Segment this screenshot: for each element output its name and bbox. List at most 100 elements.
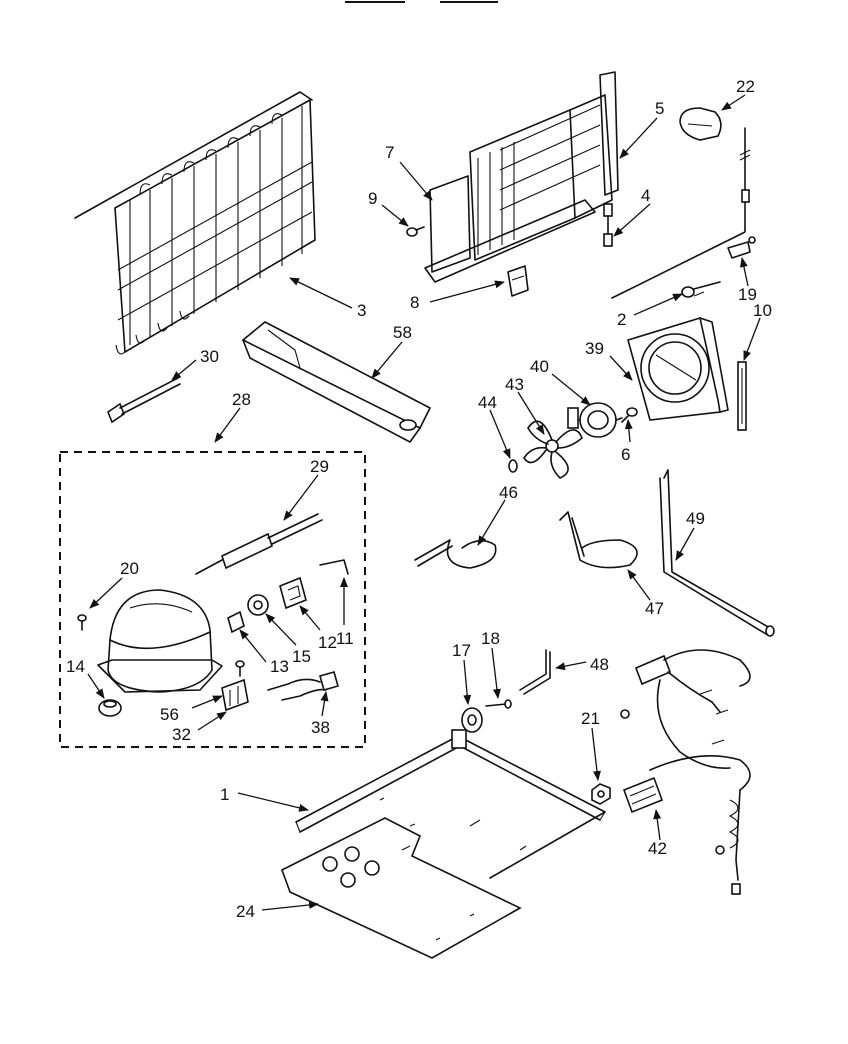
callout-40: 40 <box>530 357 549 376</box>
callout-42-leader <box>653 809 662 841</box>
callout-22-leader <box>721 94 746 111</box>
callout-44-leader <box>489 409 511 459</box>
callout-17: 17 <box>452 641 471 660</box>
callout-14: 14 <box>66 657 85 676</box>
callout-39: 39 <box>585 339 604 358</box>
roller-17 <box>461 707 483 733</box>
screw-18 <box>485 699 512 709</box>
callout-46-leader <box>477 499 506 546</box>
callout-21: 21 <box>581 709 600 728</box>
callout-18: 18 <box>481 629 500 648</box>
callout-32-leader <box>197 711 227 731</box>
callout-39-leader <box>609 355 633 381</box>
callout-19-leader <box>739 257 749 287</box>
callout-9: 9 <box>368 189 377 208</box>
callout-20: 20 <box>120 559 139 578</box>
callout-3-leader <box>289 277 353 309</box>
callout-6: 6 <box>621 445 630 464</box>
callout-43-leader <box>517 391 545 435</box>
callout-5-leader <box>619 117 658 159</box>
callout-13: 13 <box>270 657 289 676</box>
callout-32: 32 <box>172 725 191 744</box>
callout-8: 8 <box>410 293 419 312</box>
callout-30: 30 <box>200 347 219 366</box>
callout-9-leader <box>381 204 409 227</box>
screw-56 <box>235 660 245 677</box>
callout-48-leader <box>555 661 587 671</box>
callout-43: 43 <box>505 375 524 394</box>
callout-21-leader <box>591 727 601 781</box>
callout-3: 3 <box>357 301 366 320</box>
callout-40-leader <box>551 373 591 406</box>
callout-38-leader <box>320 691 329 717</box>
callout-15: 15 <box>292 647 311 666</box>
callout-2: 2 <box>617 310 626 329</box>
callout-29-leader <box>283 474 319 521</box>
callout-28-leader <box>214 407 241 443</box>
nut-21 <box>591 783 611 805</box>
callout-46: 46 <box>499 483 518 502</box>
callout-49-leader <box>675 527 695 561</box>
screw-20 <box>77 614 87 631</box>
callout-49: 49 <box>686 509 705 528</box>
fan-motor-40 <box>567 402 623 438</box>
part-19 <box>727 236 756 259</box>
callout-6-leader <box>624 419 633 443</box>
washer-44 <box>508 459 518 473</box>
sensor-2 <box>681 281 721 298</box>
callout-14-leader <box>87 673 105 699</box>
callout-58: 58 <box>393 323 412 342</box>
callout-15-leader <box>265 613 297 646</box>
callout-38: 38 <box>311 718 330 737</box>
callout-5: 5 <box>655 99 664 118</box>
screw-6 <box>621 407 638 423</box>
callout-22: 22 <box>736 77 755 96</box>
overload-12 <box>279 576 307 610</box>
wire-4 <box>603 127 751 299</box>
drain-trough-58 <box>241 321 432 443</box>
callout-47-leader <box>627 569 651 601</box>
compressor-kit-28-box <box>59 451 366 748</box>
callout-10: 10 <box>753 301 772 320</box>
bracket-48 <box>519 649 551 695</box>
callout-29: 29 <box>310 457 329 476</box>
tube-47 <box>559 511 638 569</box>
callout-11: 11 <box>336 629 354 648</box>
connector-32 <box>221 678 249 712</box>
callout-44: 44 <box>478 393 497 412</box>
callout-18-leader <box>491 647 501 699</box>
callout-7-leader <box>399 161 433 201</box>
filter-29 <box>195 513 323 575</box>
callout-19: 19 <box>738 285 757 304</box>
cover-22 <box>679 107 722 141</box>
plate-24 <box>281 817 522 959</box>
callout-10-leader <box>743 317 761 361</box>
callout-42: 42 <box>648 839 667 858</box>
callout-24-leader <box>261 900 319 911</box>
callout-56: 56 <box>160 705 179 724</box>
fan-blade-43 <box>523 420 583 479</box>
callout-47: 47 <box>645 599 664 618</box>
callout-48: 48 <box>590 655 609 674</box>
callout-4: 4 <box>641 186 650 205</box>
callout-2-leader <box>633 293 683 316</box>
callout-1-leader <box>237 792 309 812</box>
callout-30-leader <box>171 359 197 381</box>
callout-12: 12 <box>318 633 337 652</box>
compressor <box>97 589 223 693</box>
callout-13-leader <box>239 629 267 663</box>
callout-17-leader <box>463 659 472 705</box>
callout-4-leader <box>613 203 651 237</box>
callout-56-leader <box>191 695 223 709</box>
tube-46 <box>414 539 497 569</box>
tie-strap-30 <box>107 377 181 424</box>
callout-8-leader <box>429 280 505 303</box>
relay-15 <box>247 594 269 616</box>
callout-20-leader <box>89 577 123 609</box>
part-13 <box>227 610 245 634</box>
callout-1: 1 <box>220 785 229 804</box>
fan-shroud-39 <box>627 316 729 421</box>
harness-38 <box>267 671 339 701</box>
strip-10 <box>737 361 747 431</box>
